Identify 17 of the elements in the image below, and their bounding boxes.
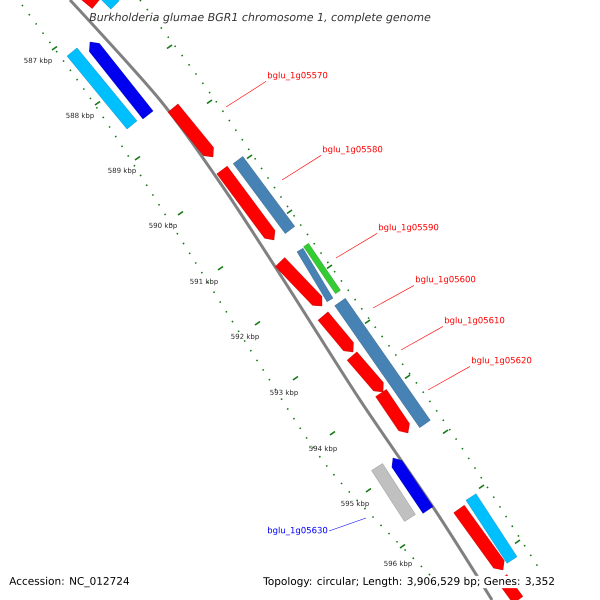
title: Burkholderia glumae BGR1 chromosome 1, complete genome — [90, 12, 430, 24]
gene-label: bglu_1g05610 — [444, 316, 504, 326]
gene-label: bglu_1g05630 — [268, 526, 328, 536]
gene-label: bglu_1g05590 — [378, 224, 438, 232]
gene-label: bglu_1g05620 — [472, 356, 532, 366]
leader-line — [428, 366, 470, 390]
gene-label: bglu_1g05600 — [416, 276, 476, 284]
leader-line — [328, 518, 366, 532]
leader-line — [372, 285, 414, 308]
accession-text: Accession: NC_012724 — [9, 576, 130, 588]
summary-text: Topology: circular; Length: 3,906,529 bp; Genes: 3,352 — [262, 576, 556, 588]
leader-line — [226, 81, 266, 108]
leader-line — [282, 155, 322, 180]
gene-label: bglu_1g05570 — [268, 72, 328, 80]
gene-label: bglu_1g05580 — [322, 146, 382, 154]
leader-line — [336, 233, 378, 258]
leader-line — [400, 326, 444, 350]
